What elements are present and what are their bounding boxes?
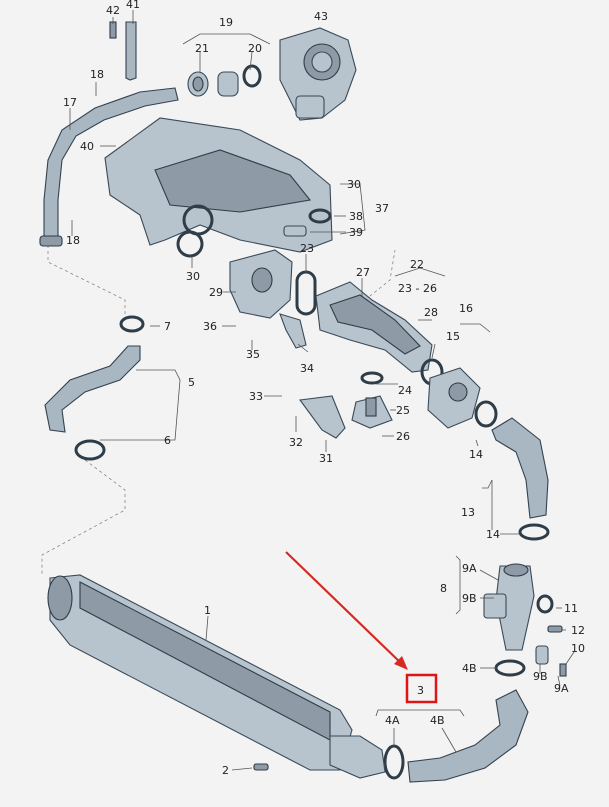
callout: 34 bbox=[300, 362, 314, 375]
callout: 30 bbox=[347, 178, 361, 191]
callout: 41 bbox=[126, 0, 140, 11]
callout: 4B bbox=[462, 662, 477, 675]
callout: 39 bbox=[349, 226, 363, 239]
callout: 14 bbox=[486, 528, 500, 541]
callout: 35 bbox=[246, 348, 260, 361]
callout: 10 bbox=[571, 642, 585, 655]
callout: 1 bbox=[204, 604, 211, 617]
valve-16 bbox=[427, 367, 481, 429]
callout: 9A bbox=[554, 682, 569, 695]
callout: 28 bbox=[424, 306, 438, 319]
bolt-42 bbox=[109, 21, 117, 39]
callout: 2 bbox=[222, 764, 229, 777]
hose-17 bbox=[39, 87, 179, 247]
hose-5 bbox=[44, 345, 141, 433]
seal-21 bbox=[187, 71, 209, 97]
seal-39 bbox=[283, 225, 307, 237]
callout: 27 bbox=[356, 266, 370, 279]
bolt-2 bbox=[253, 763, 269, 771]
callout: 12 bbox=[571, 624, 585, 637]
callout: 40 bbox=[80, 140, 94, 153]
callout: 18 bbox=[90, 68, 104, 81]
callout: 32 bbox=[289, 436, 303, 449]
fitting-8 bbox=[483, 563, 535, 651]
callout: 11 bbox=[564, 602, 578, 615]
callout: 36 bbox=[203, 320, 217, 333]
callout: 26 bbox=[396, 430, 410, 443]
leader-lines bbox=[69, 10, 575, 771]
callout: 31 bbox=[319, 452, 333, 465]
callout: 20 bbox=[248, 42, 262, 55]
callout-labels: 42 41 19 43 21 20 18 17 40 30 38 37 39 1… bbox=[63, 0, 585, 777]
callout: 13 bbox=[461, 506, 475, 519]
intake-manifold bbox=[104, 117, 333, 258]
clamp-14-top bbox=[474, 400, 498, 428]
intercooler-1 bbox=[47, 574, 386, 779]
pipe-41 bbox=[125, 21, 137, 81]
callout: 23 bbox=[300, 242, 314, 255]
sleeve-20 bbox=[217, 64, 262, 97]
highlight-box bbox=[405, 673, 438, 704]
callout: 23 - 26 bbox=[398, 282, 437, 295]
hose-13 bbox=[491, 417, 549, 519]
clamp-4B-upper bbox=[494, 659, 526, 677]
seal-11 bbox=[536, 594, 554, 614]
callout: 14 bbox=[469, 448, 483, 461]
callout: 21 bbox=[195, 42, 209, 55]
hose-4B bbox=[407, 689, 529, 783]
callout: 9A bbox=[462, 562, 477, 575]
callout: 5 bbox=[188, 376, 195, 389]
clamp-14-bottom bbox=[518, 523, 550, 541]
bracket-34 bbox=[279, 313, 307, 349]
callout: 4A bbox=[385, 714, 400, 727]
bracket-31 bbox=[299, 395, 346, 439]
routing-line bbox=[47, 245, 126, 320]
callout: 6 bbox=[164, 434, 171, 447]
callout: 17 bbox=[63, 96, 77, 109]
clamp-6 bbox=[74, 439, 106, 461]
callout: 8 bbox=[440, 582, 447, 595]
routing-line bbox=[41, 459, 126, 575]
callout: 33 bbox=[249, 390, 263, 403]
bolt-10 bbox=[559, 663, 567, 677]
highlight-arrow bbox=[285, 551, 408, 670]
clamp-4A bbox=[383, 744, 405, 780]
seal-23 bbox=[295, 270, 317, 316]
callout: 42 bbox=[106, 4, 120, 17]
callout: 25 bbox=[396, 404, 410, 417]
flange-29 bbox=[229, 249, 293, 319]
callout-highlighted: 3 bbox=[417, 684, 424, 697]
callout: 7 bbox=[164, 320, 171, 333]
callout: 30 bbox=[186, 270, 200, 283]
clamp-7 bbox=[119, 315, 145, 333]
seal-24 bbox=[360, 371, 384, 385]
callout: 18 bbox=[66, 234, 80, 247]
callout: 24 bbox=[398, 384, 412, 397]
routing-line bbox=[364, 249, 396, 301]
callout: 4B bbox=[430, 714, 445, 727]
callout: 37 bbox=[375, 202, 389, 215]
flange-25 bbox=[351, 395, 393, 429]
callout: 43 bbox=[314, 10, 328, 23]
egr-pipe-22 bbox=[315, 281, 433, 373]
callout: 15 bbox=[446, 330, 460, 343]
callout: 9B bbox=[533, 670, 548, 683]
callout: 19 bbox=[219, 16, 233, 29]
callout: 16 bbox=[459, 302, 473, 315]
throttle-body-43 bbox=[279, 27, 357, 121]
callout: 22 bbox=[410, 258, 424, 271]
bolt-12 bbox=[547, 625, 563, 633]
seal-38 bbox=[308, 208, 332, 224]
callout: 29 bbox=[209, 286, 223, 299]
sensor-9B bbox=[535, 645, 549, 665]
callout: 9B bbox=[462, 592, 477, 605]
callout: 38 bbox=[349, 210, 363, 223]
